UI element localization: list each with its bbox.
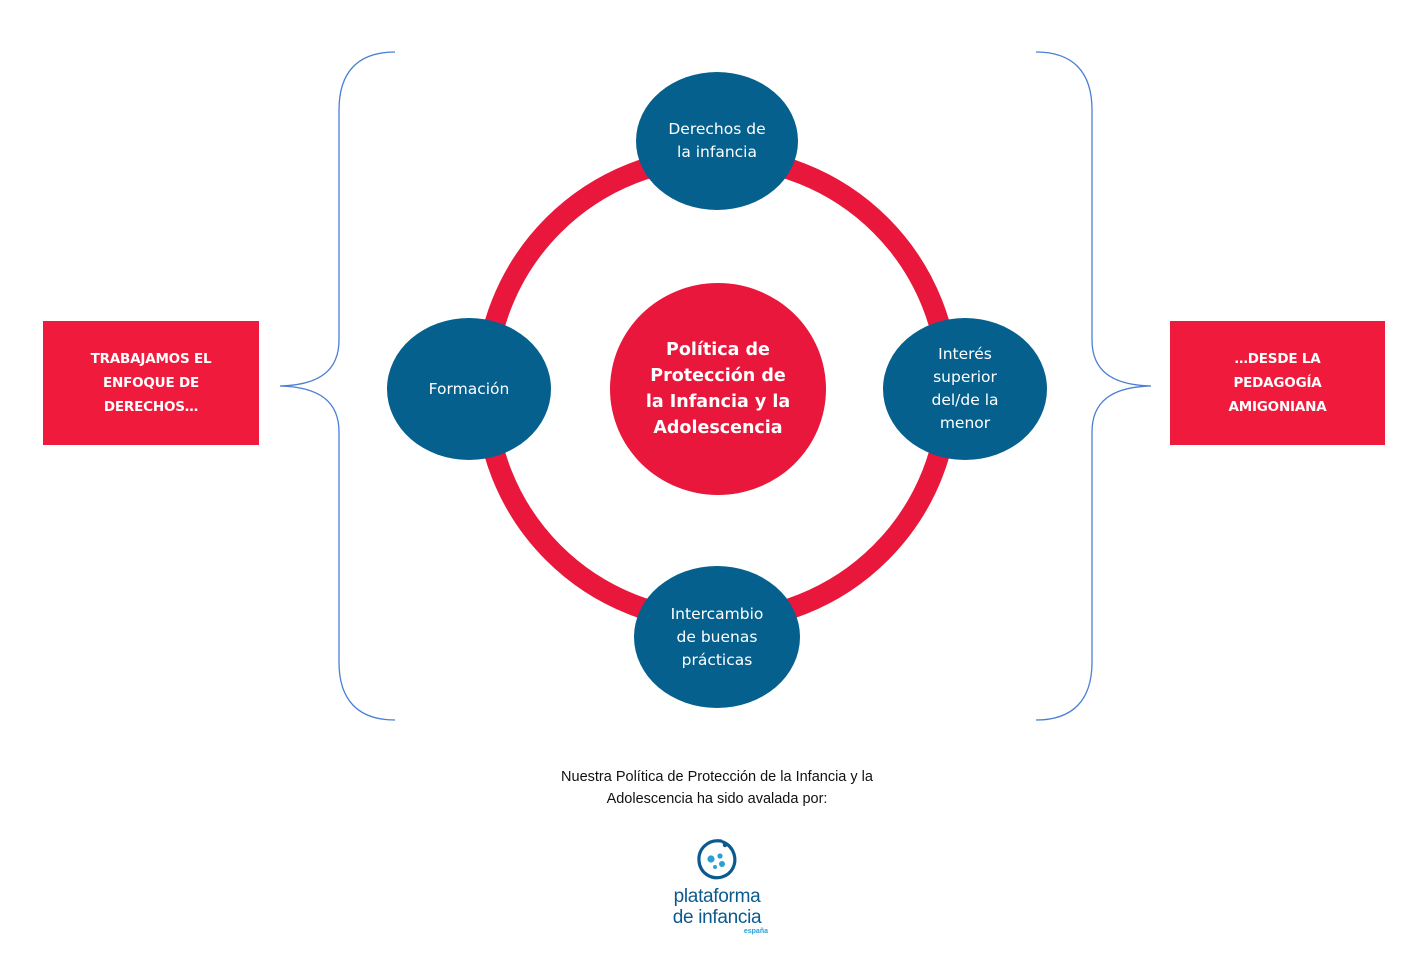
caption-text: Nuestra Política de Protección de la Inf… — [561, 769, 873, 807]
node-intercambio-practicas: Intercambio de buenas prácticas — [634, 566, 800, 708]
logo-line-2: de infancia — [672, 907, 762, 928]
node-derechos-infancia: Derechos de la infancia — [636, 72, 798, 210]
node-formacion: Formación — [387, 318, 551, 460]
center-node-label: Política de Protección de la Infancia y … — [645, 340, 791, 438]
node-derechos-infancia-label: Derechos de la infancia — [668, 120, 766, 161]
right-box-label: …DESDE LA PEDAGOGÍA AMIGONIANA — [1228, 351, 1327, 415]
right-curly-brace — [1035, 51, 1152, 721]
node-interes-superior-label: Interés superior del/de la menor — [931, 345, 999, 432]
logo-line-1: plataforma — [673, 886, 761, 907]
node-intercambio-practicas-label: Intercambio de buenas prácticas — [670, 604, 764, 669]
left-curly-brace — [279, 51, 396, 721]
right-box-pedagogia: …DESDE LA PEDAGOGÍA AMIGONIANA — [1170, 321, 1385, 445]
logo-subtitle: españa — [743, 928, 768, 935]
left-box-label: TRABAJAMOS EL ENFOQUE DE DERECHOS… — [90, 351, 212, 415]
node-formacion-label: Formación — [428, 379, 510, 398]
node-interes-superior: Interés superior del/de la menor — [883, 318, 1047, 460]
left-box-enfoque-derechos: TRABAJAMOS EL ENFOQUE DE DERECHOS… — [43, 321, 259, 445]
plataforma-infancia-logo-icon — [697, 839, 737, 880]
center-node-politica: Política de Protección de la Infancia y … — [610, 283, 826, 495]
plataforma-infancia-logo: plataforma de infancia españa — [652, 886, 782, 936]
